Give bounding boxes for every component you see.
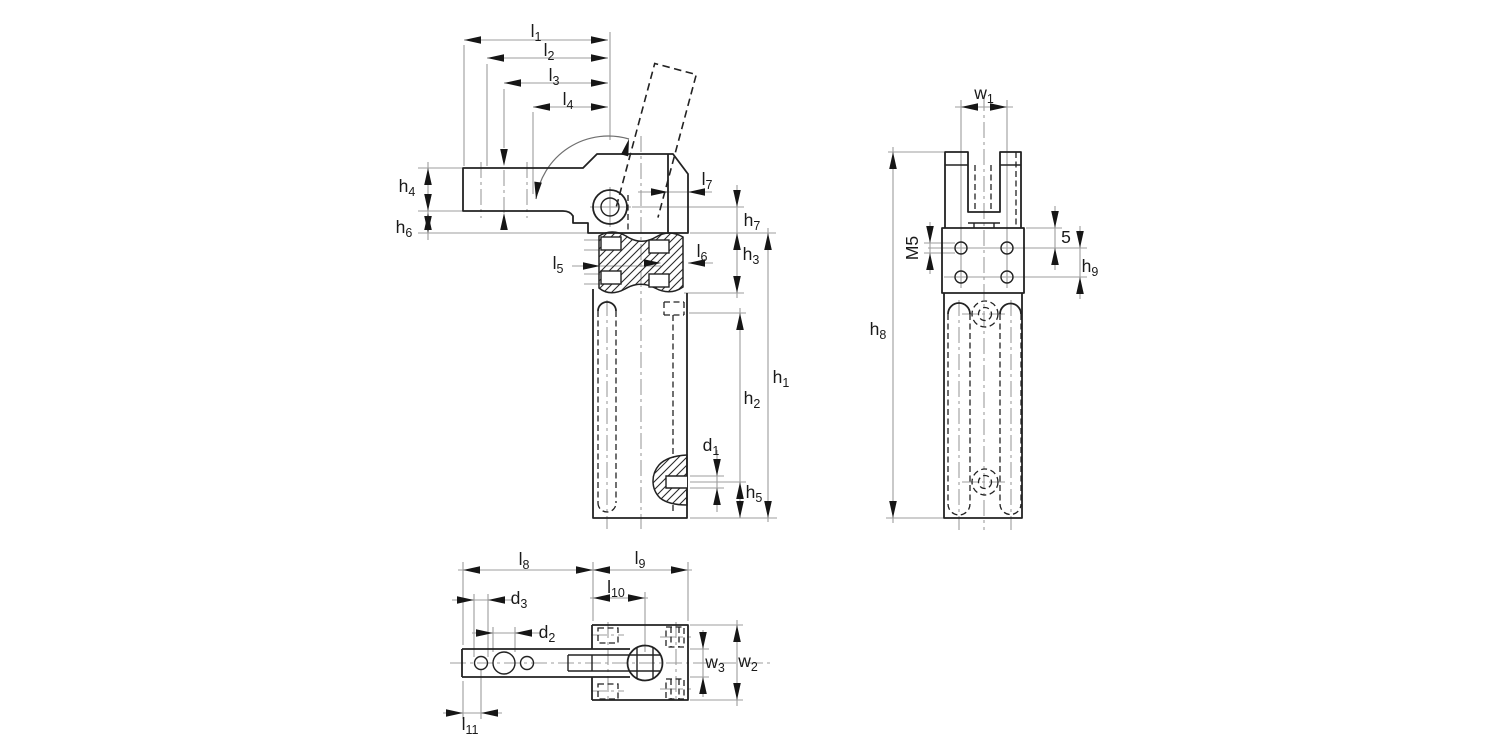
- dim-label-h8: h8: [870, 319, 887, 342]
- dim-label-h5: h5: [746, 482, 763, 505]
- bottom-view: l8 l9 l10 d3 d2 l11 w3 w2: [443, 548, 772, 737]
- dim-label-h2: h2: [744, 388, 761, 411]
- dim-label-d2: d2: [539, 622, 556, 645]
- dim-label-d1: d1: [703, 435, 720, 458]
- side-dimension-arrows: [889, 103, 1084, 518]
- dim-label-h4: h4: [399, 176, 416, 199]
- front-view: l1 l2 l3 l4 h4 h6 l5 l6 l7 h7 h3 h2 h1 d…: [396, 21, 790, 529]
- side-dimension-labels: w1 M5 5 h9 h8: [870, 83, 1099, 342]
- dim-label-w2: w2: [737, 651, 758, 674]
- dim-label-l4: l4: [563, 89, 574, 112]
- dim-label-l11: l11: [462, 714, 479, 737]
- dim-label-l6: l6: [697, 241, 708, 264]
- dim-label-h9: h9: [1082, 256, 1099, 279]
- dim-label-w3: w3: [704, 652, 725, 675]
- bottom-dimension-labels: l8 l9 l10 d3 d2 l11 w3 w2: [462, 548, 758, 737]
- front-geometry: [462, 62, 698, 519]
- dim-label-h1: h1: [773, 367, 790, 390]
- dim-label-d3: d3: [511, 588, 528, 611]
- side-aux-lines: [886, 95, 1087, 530]
- dim-label-h7: h7: [744, 210, 761, 233]
- dim-label-l10: l10: [607, 577, 625, 600]
- dim-label-l1: l1: [531, 21, 542, 44]
- front-dimension-labels: l1 l2 l3 l4 h4 h6 l5 l6 l7 h7 h3 h2 h1 d…: [396, 21, 790, 505]
- dim-label-l8: l8: [519, 549, 530, 572]
- dim-label-l3: l3: [549, 65, 560, 88]
- side-geometry: [941, 151, 1025, 519]
- side-view: w1 M5 5 h9 h8: [870, 83, 1099, 530]
- dim-label-h3: h3: [743, 244, 760, 267]
- dim-label-l5: l5: [553, 253, 564, 276]
- dim-label-m5: M5: [902, 236, 922, 260]
- bottom-geometry: [461, 624, 689, 701]
- dim-label-l7: l7: [702, 169, 713, 192]
- dim-label-l9: l9: [635, 548, 646, 571]
- dim-label-5: 5: [1061, 227, 1071, 247]
- dim-label-w1: w1: [973, 83, 994, 106]
- dim-label-h6: h6: [396, 217, 413, 240]
- dim-label-l2: l2: [544, 40, 555, 63]
